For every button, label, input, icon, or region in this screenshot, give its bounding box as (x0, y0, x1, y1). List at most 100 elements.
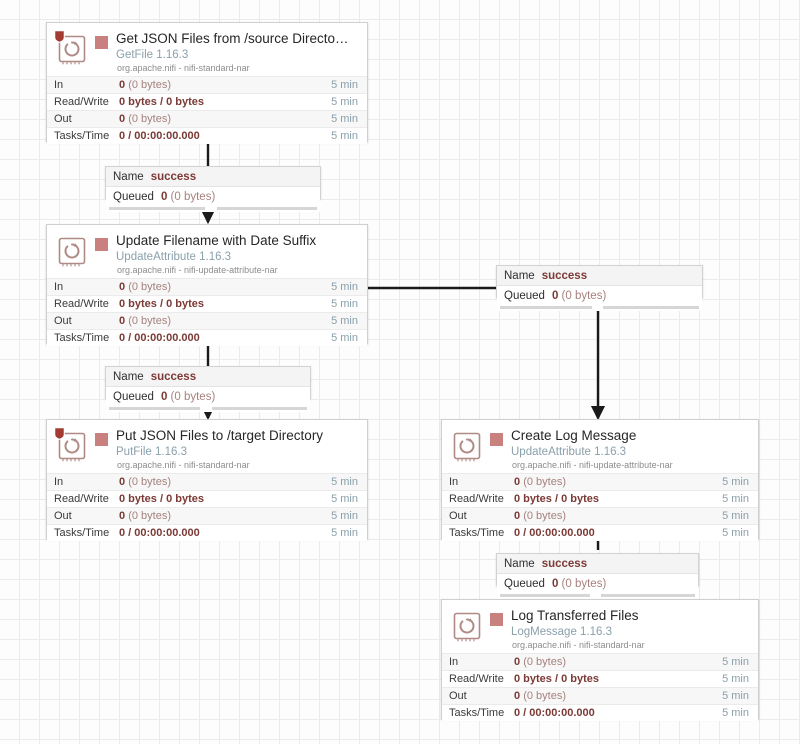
connection-queued-value: 0 (0 bytes) (551, 578, 607, 590)
stat-row-in: In 0 (0 bytes) 5 min (47, 76, 367, 93)
processor-header: Get JSON Files from /source Directo… Get… (47, 23, 367, 76)
run-status-stopped-icon[interactable] (490, 433, 503, 446)
connection-queued-row: Queued 0 (0 bytes) (497, 574, 698, 594)
connection-queued-value: 0 (0 bytes) (160, 391, 216, 403)
stat-row-read-write: Read/Write 0 bytes / 0 bytes 5 min (47, 93, 367, 110)
connection-queue-bar-count (500, 306, 592, 309)
stat-time-tasks-time: 5 min (331, 332, 358, 344)
stat-row-out: Out 0 (0 bytes) 5 min (47, 312, 367, 329)
connection-name-value: success (541, 557, 588, 570)
stat-time-read-write: 5 min (331, 96, 358, 108)
stat-time-out: 5 min (331, 315, 358, 327)
stat-label-read-write: Read/Write (54, 298, 109, 310)
stat-time-in: 5 min (722, 476, 749, 488)
processor-name: Get JSON Files from /source Directo… (116, 31, 349, 46)
processor-type: UpdateAttribute 1.16.3 (116, 251, 232, 263)
processor-icon (450, 429, 484, 463)
stat-label-out: Out (54, 510, 72, 522)
connection-queued-key: Queued (113, 391, 154, 403)
bulletin-indicator-icon[interactable] (54, 427, 65, 440)
stat-value-read-write: 0 bytes / 0 bytes (514, 493, 599, 505)
processor-icon (54, 427, 89, 463)
connection-createlog-to-logfiles[interactable]: Name success Queued 0 (0 bytes) (496, 553, 699, 599)
stat-time-out: 5 min (331, 510, 358, 522)
stat-label-read-write: Read/Write (449, 493, 504, 505)
stat-time-read-write: 5 min (722, 673, 749, 685)
stat-time-tasks-time: 5 min (722, 527, 749, 539)
stat-time-read-write: 5 min (331, 298, 358, 310)
stat-value-in: 0 (0 bytes) (514, 476, 566, 488)
stat-value-out: 0 (0 bytes) (514, 690, 566, 702)
connection-name-value: success (150, 170, 197, 183)
stat-value-tasks-time: 0 / 00:00:00.000 (119, 332, 200, 344)
connection-getfile-to-update[interactable]: Name success Queued 0 (0 bytes) (105, 166, 321, 212)
stat-label-in: In (54, 476, 64, 488)
connection-queue-bars (106, 407, 310, 412)
connection-queued-row: Queued 0 (0 bytes) (106, 387, 310, 407)
connection-queued-key: Queued (504, 290, 545, 302)
stat-value-in: 0 (0 bytes) (514, 656, 566, 668)
connection-queued-value: 0 (0 bytes) (551, 290, 607, 302)
processor-update-filename[interactable]: Update Filename with Date Suffix UpdateA… (46, 224, 368, 346)
stat-label-out: Out (54, 113, 72, 125)
stat-label-tasks-time: Tasks/Time (54, 332, 110, 344)
connection-queue-bars (497, 306, 702, 311)
stat-time-read-write: 5 min (722, 493, 749, 505)
stat-label-in: In (54, 281, 64, 293)
bulletin-indicator-icon[interactable] (54, 30, 65, 43)
processor-putfile[interactable]: Put JSON Files to /target Directory PutF… (46, 419, 368, 541)
processor-type: LogMessage 1.16.3 (511, 626, 613, 638)
stat-row-out: Out 0 (0 bytes) 5 min (47, 110, 367, 127)
processor-log-transferred-files[interactable]: Log Transferred Files LogMessage 1.16.3 … (441, 599, 759, 721)
run-status-stopped-icon[interactable] (490, 613, 503, 626)
connection-name-key: Name (504, 557, 535, 570)
stat-value-in: 0 (0 bytes) (119, 281, 171, 293)
connection-name-row: Name success (497, 554, 698, 574)
processor-create-log-message[interactable]: Create Log Message UpdateAttribute 1.16.… (441, 419, 759, 541)
stat-value-read-write: 0 bytes / 0 bytes (119, 493, 204, 505)
connection-queued-row: Queued 0 (0 bytes) (497, 286, 702, 306)
connection-update-to-createlog[interactable]: Name success Queued 0 (0 bytes) (496, 265, 703, 311)
connection-name-value: success (150, 370, 197, 383)
run-status-stopped-icon[interactable] (95, 238, 108, 251)
processor-icon (450, 609, 484, 643)
stat-label-read-write: Read/Write (449, 673, 504, 685)
processor-name: Update Filename with Date Suffix (116, 233, 317, 248)
stat-value-tasks-time: 0 / 00:00:00.000 (119, 527, 200, 539)
processor-bundle: org.apache.nifi - nifi-update-attribute-… (117, 265, 278, 275)
processor-bundle: org.apache.nifi - nifi-update-attribute-… (512, 460, 673, 470)
processor-name: Put JSON Files to /target Directory (116, 428, 324, 443)
stat-row-tasks-time: Tasks/Time 0 / 00:00:00.000 5 min (442, 524, 758, 541)
connection-queued-row: Queued 0 (0 bytes) (106, 187, 320, 207)
processor-titles: Update Filename with Date Suffix UpdateA… (116, 233, 359, 277)
processor-icon (54, 30, 89, 66)
stat-row-in: In 0 (0 bytes) 5 min (442, 653, 758, 670)
stat-label-tasks-time: Tasks/Time (54, 130, 110, 142)
processor-header: Create Log Message UpdateAttribute 1.16.… (442, 420, 758, 473)
processor-header: Log Transferred Files LogMessage 1.16.3 … (442, 600, 758, 653)
processor-icon (55, 234, 89, 268)
connection-update-to-putfile[interactable]: Name success Queued 0 (0 bytes) (105, 366, 311, 412)
stat-value-tasks-time: 0 / 00:00:00.000 (119, 130, 200, 142)
connection-name-value: success (541, 269, 588, 282)
stat-row-in: In 0 (0 bytes) 5 min (442, 473, 758, 490)
processor-getfile[interactable]: Get JSON Files from /source Directo… Get… (46, 22, 368, 144)
connection-queue-bar-size (601, 594, 695, 597)
stat-row-tasks-time: Tasks/Time 0 / 00:00:00.000 5 min (47, 127, 367, 144)
stat-row-read-write: Read/Write 0 bytes / 0 bytes 5 min (442, 490, 758, 507)
run-status-stopped-icon[interactable] (95, 36, 108, 49)
stat-value-out: 0 (0 bytes) (119, 510, 171, 522)
stat-value-out: 0 (0 bytes) (119, 113, 171, 125)
processor-bundle: org.apache.nifi - nifi-standard-nar (512, 640, 645, 650)
stat-label-read-write: Read/Write (54, 96, 109, 108)
connection-queue-bars (106, 207, 320, 212)
stat-row-tasks-time: Tasks/Time 0 / 00:00:00.000 5 min (47, 524, 367, 541)
connection-queue-bar-size (603, 306, 699, 309)
processor-type: PutFile 1.16.3 (116, 446, 187, 458)
stat-label-out: Out (449, 510, 467, 522)
connection-queue-bar-count (109, 407, 201, 410)
run-status-stopped-icon[interactable] (95, 433, 108, 446)
processor-name: Log Transferred Files (511, 608, 639, 623)
stat-row-read-write: Read/Write 0 bytes / 0 bytes 5 min (47, 490, 367, 507)
